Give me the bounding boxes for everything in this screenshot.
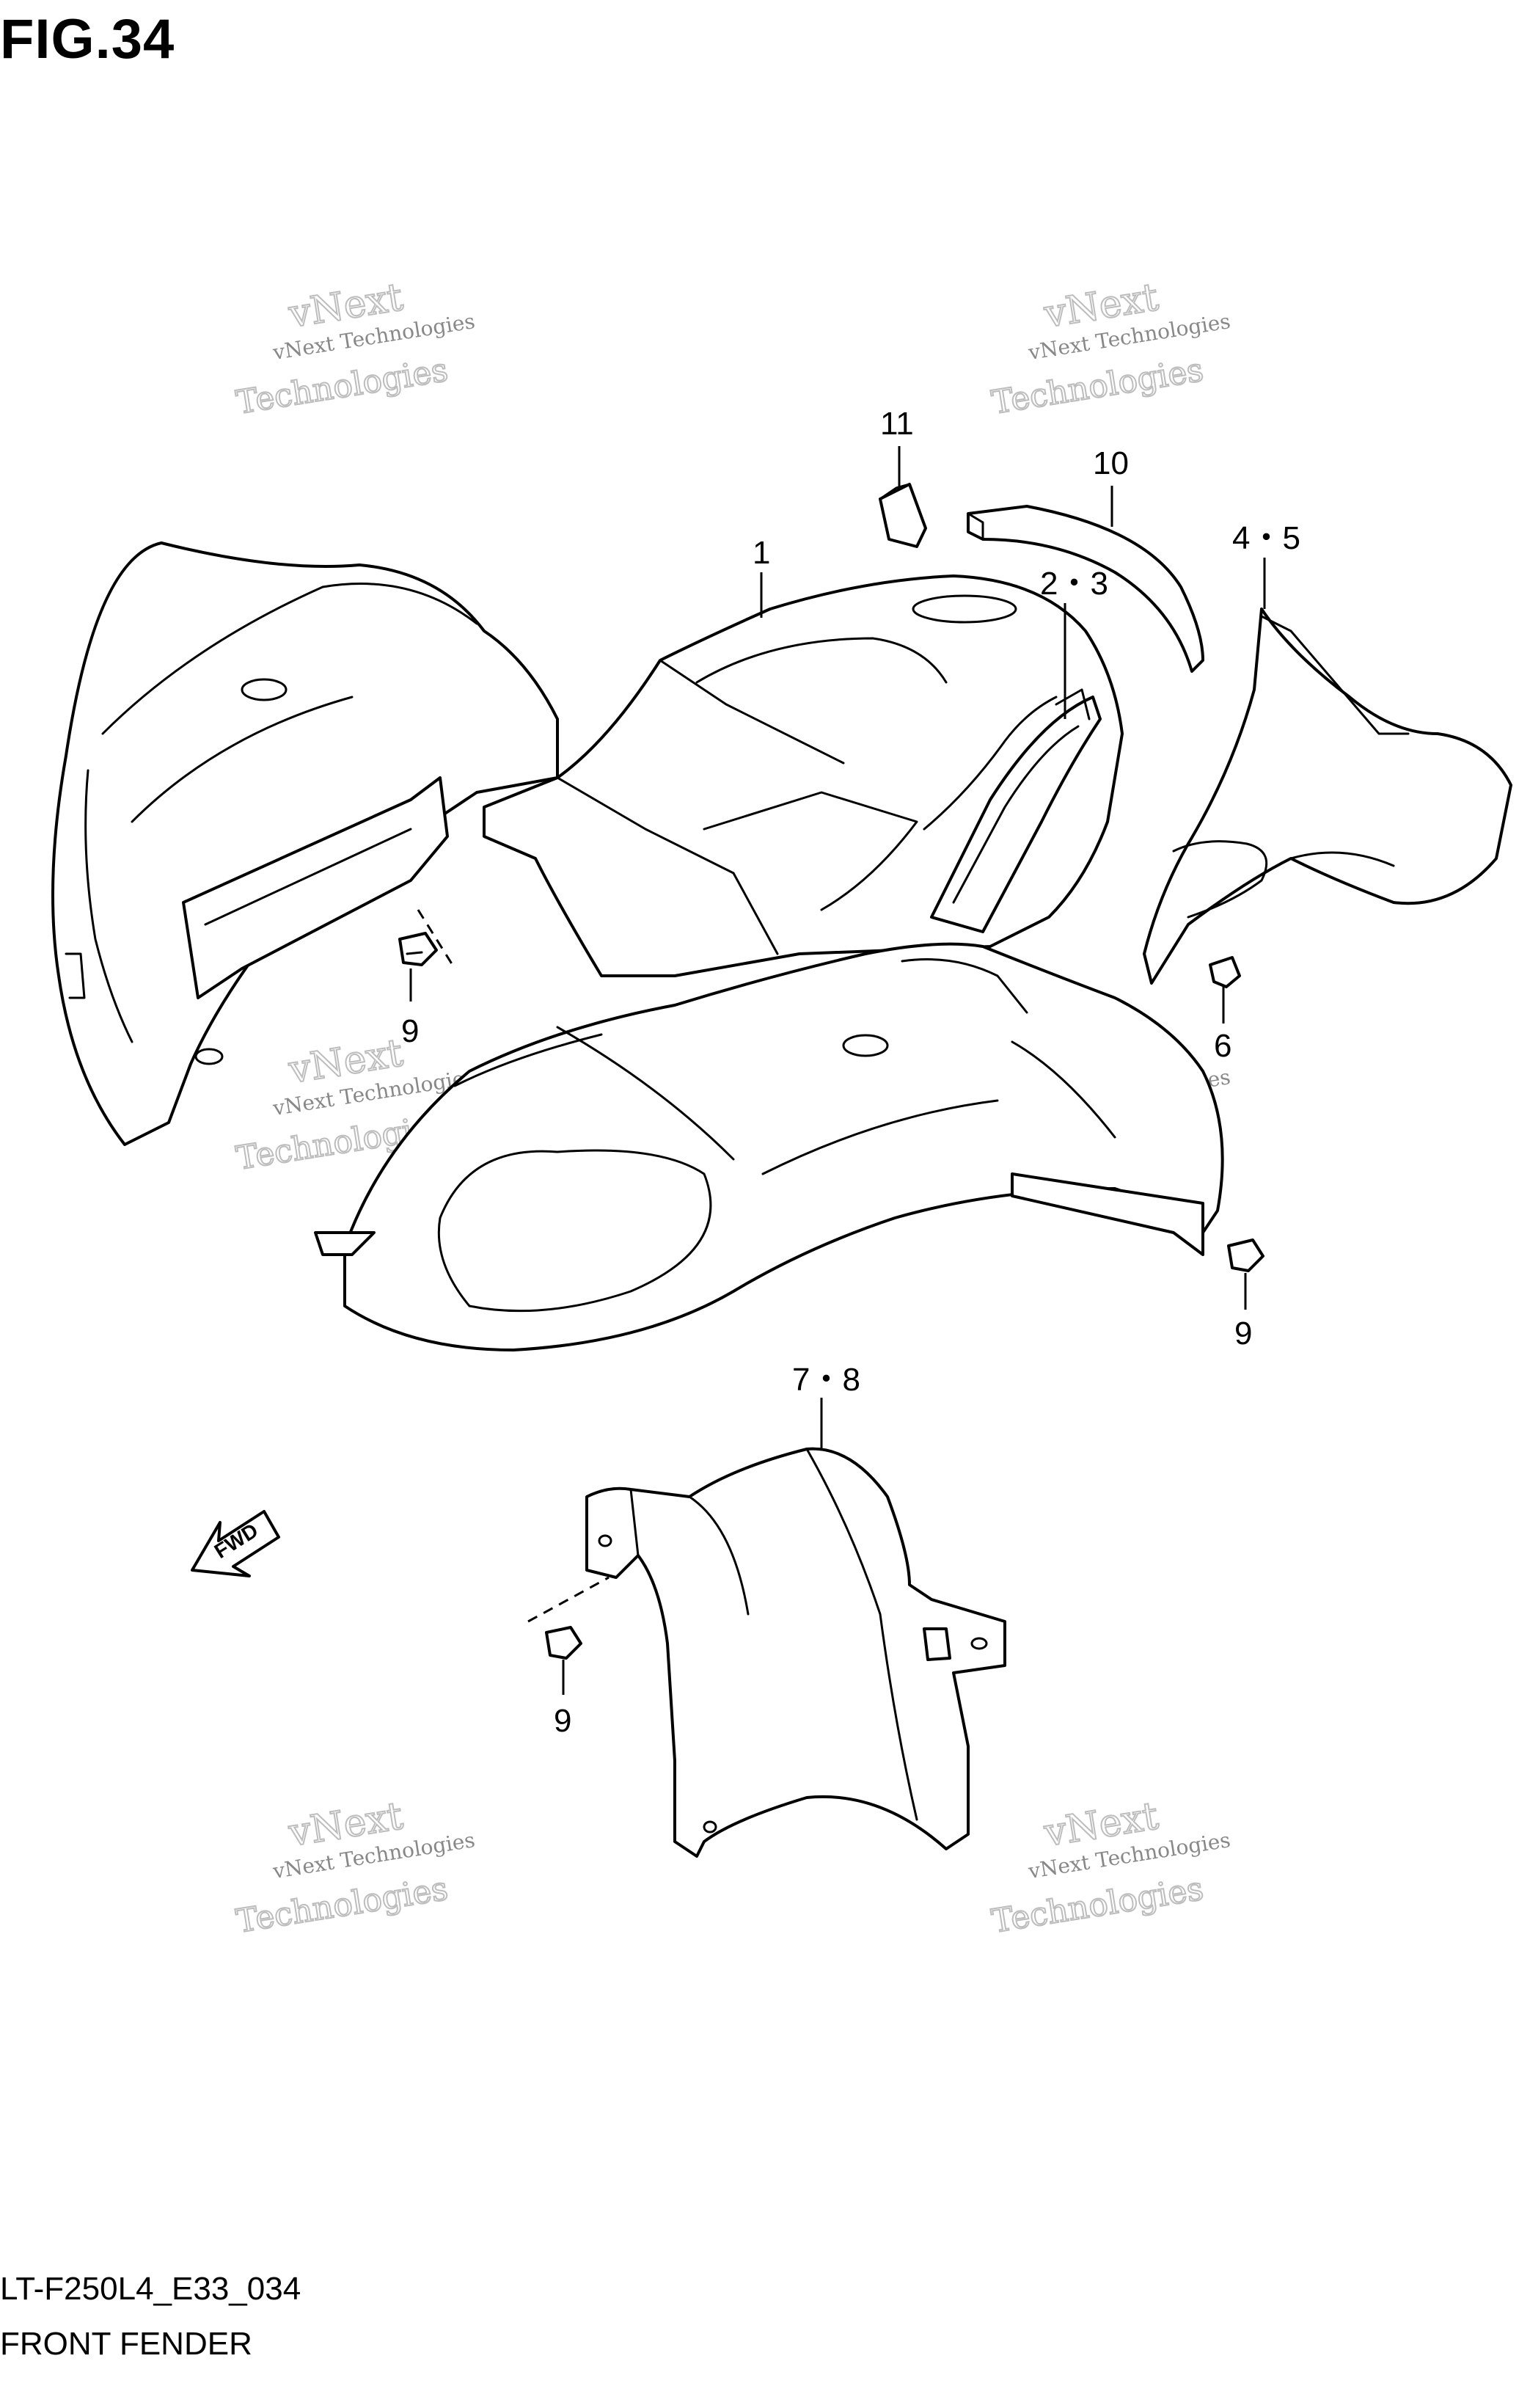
fastener-6 bbox=[1209, 956, 1241, 988]
callout-2-3: 2・3 bbox=[1040, 566, 1108, 602]
part-1-front-fender bbox=[483, 574, 1124, 977]
watermark-text: Technologies bbox=[234, 1870, 451, 1941]
fastener-9-right bbox=[1227, 1238, 1264, 1272]
callout-9: 9 bbox=[401, 1013, 419, 1049]
left-fender-panel bbox=[51, 541, 559, 1146]
watermark-2: vNext vNext Technologies Technologies bbox=[989, 274, 1232, 422]
callout-4-5: 4・5 bbox=[1232, 520, 1300, 556]
part-4-5-side-panel bbox=[1143, 608, 1512, 985]
watermark-1: vNext vNext Technologies Technologies bbox=[233, 274, 477, 422]
watermark-text: Technologies bbox=[989, 1870, 1207, 1941]
part-11-block bbox=[879, 483, 927, 548]
callout-labels: 11 10 1 2・3 4・5 9 6 9 7・8 9 bbox=[401, 406, 1300, 1739]
callout-6: 6 bbox=[1214, 1028, 1231, 1064]
figure-code: LT-F250L4_E33_034 bbox=[0, 2271, 301, 2307]
callout-11: 11 bbox=[880, 406, 914, 442]
callout-10: 10 bbox=[1093, 445, 1129, 481]
part-10-trim-strip bbox=[967, 505, 1204, 673]
callout-1: 1 bbox=[753, 535, 770, 571]
watermark-6: vNext vNext Technologies Technologies bbox=[989, 1793, 1232, 1941]
part-7-8-mud-guard bbox=[585, 1447, 1006, 1858]
callout-7-8: 7・8 bbox=[792, 1362, 860, 1398]
watermark-text: Technologies bbox=[234, 351, 451, 422]
callout-9: 9 bbox=[554, 1703, 571, 1739]
callout-9: 9 bbox=[1234, 1316, 1252, 1351]
lower-front-fender bbox=[314, 942, 1224, 1351]
figure-name: FRONT FENDER bbox=[0, 2326, 252, 2362]
watermark-5: vNext vNext Technologies Technologies bbox=[233, 1793, 477, 1941]
figure-title: FIG.34 bbox=[0, 8, 175, 70]
fastener-9-lower bbox=[545, 1626, 582, 1660]
fwd-direction-arrow: FWD bbox=[191, 1510, 280, 1577]
leader-lines bbox=[409, 446, 1266, 1695]
watermark-text: Technologies bbox=[989, 351, 1207, 422]
fastener-9-left bbox=[398, 932, 438, 966]
